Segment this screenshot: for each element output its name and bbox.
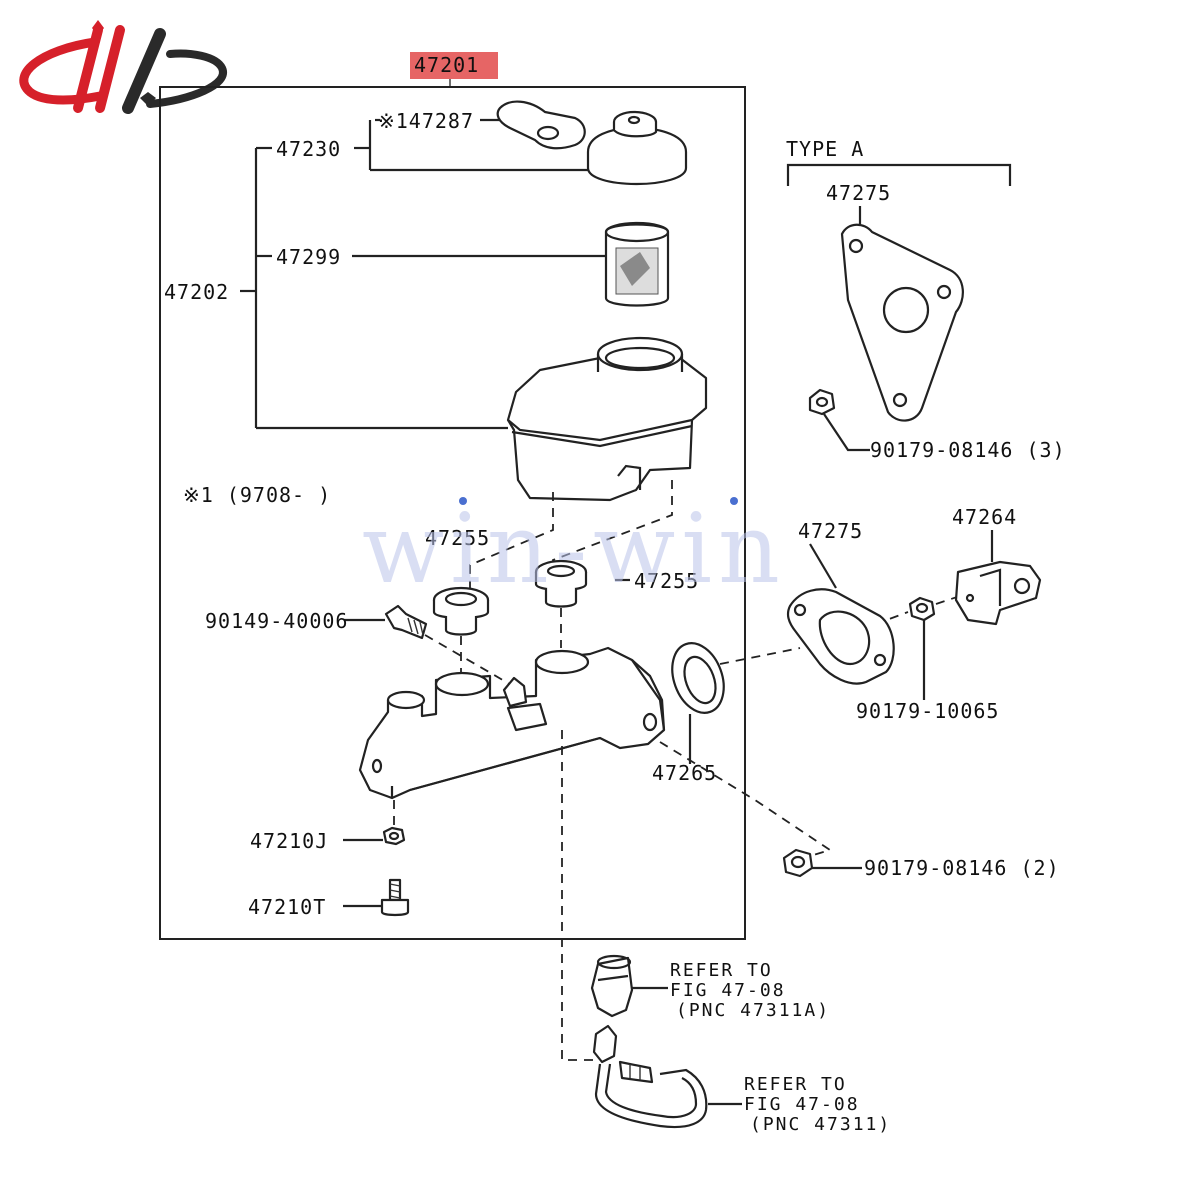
label-47287[interactable]: ※147287 xyxy=(378,109,474,133)
reservoir-gasket-part xyxy=(496,100,586,150)
header-part-number[interactable]: 47201 xyxy=(414,53,479,77)
brand-logo xyxy=(19,20,227,114)
label-90179-08146-2[interactable]: 90179-08146 (2) xyxy=(864,856,1060,880)
grommet-right-part xyxy=(534,559,588,608)
label-47230[interactable]: 47230 xyxy=(276,137,341,161)
screw-47210t-part xyxy=(380,878,410,917)
label-90179-08146-3[interactable]: 90179-08146 (3) xyxy=(870,438,1066,462)
leader-lines xyxy=(240,118,630,908)
header-highlight xyxy=(410,52,498,79)
label-47255-right[interactable]: 47255 xyxy=(634,569,699,593)
label-47265[interactable]: 47265 xyxy=(652,761,717,785)
watermark-dot-right xyxy=(730,497,738,505)
reservoir-tank-part xyxy=(506,336,708,502)
nut-90179-10065-part xyxy=(908,596,936,622)
bolt-90149-part xyxy=(384,604,428,640)
seal-47265-part xyxy=(671,642,725,714)
label-47275[interactable]: 47275 xyxy=(798,519,863,543)
fitting-47311a-part xyxy=(590,954,634,1018)
label-47210t[interactable]: 47210T xyxy=(248,895,326,919)
label-90149-40006[interactable]: 90149-40006 xyxy=(205,609,348,633)
master-cylinder-part xyxy=(358,646,666,800)
refer2-line2: FIG 47-08 xyxy=(744,1094,860,1115)
grommet-left-part xyxy=(432,586,490,636)
label-47264[interactable]: 47264 xyxy=(952,505,1017,529)
flange-gasket-type-a-part xyxy=(840,223,964,422)
label-47299[interactable]: 47299 xyxy=(276,245,341,269)
nut-90179-08146-2-part xyxy=(782,848,814,878)
label-47275-type-a[interactable]: 47275 xyxy=(826,181,891,205)
strainer-part xyxy=(604,221,670,307)
watermark-text: win-win xyxy=(362,493,786,605)
type-a-bracket xyxy=(786,163,1012,186)
refer1-line3: (PNC 47311A) xyxy=(676,1000,830,1021)
label-47255-left[interactable]: 47255 xyxy=(425,526,490,550)
flange-gasket-part xyxy=(786,588,895,685)
nut-47210j-part xyxy=(382,826,406,846)
refer1-line2: FIG 47-08 xyxy=(670,980,786,1001)
label-note: ※1 (9708- ) xyxy=(183,483,331,507)
label-47210j[interactable]: 47210J xyxy=(250,829,328,853)
refer2-line1: REFER TO xyxy=(744,1074,847,1095)
bracket-47264-part xyxy=(954,560,1042,626)
label-47202[interactable]: 47202 xyxy=(164,280,229,304)
refer1-line1: REFER TO xyxy=(670,960,773,981)
guide-line xyxy=(469,492,554,590)
nut-type-a-part xyxy=(808,388,836,416)
reservoir-cap-part xyxy=(586,110,688,186)
brake-pipe-47311-part xyxy=(592,1024,708,1129)
assembly-frame xyxy=(159,86,746,940)
refer2-line3: (PNC 47311) xyxy=(750,1114,891,1135)
label-90179-10065[interactable]: 90179-10065 xyxy=(856,699,999,723)
type-a-title: TYPE A xyxy=(786,137,864,161)
watermark-dot-left xyxy=(459,497,467,505)
